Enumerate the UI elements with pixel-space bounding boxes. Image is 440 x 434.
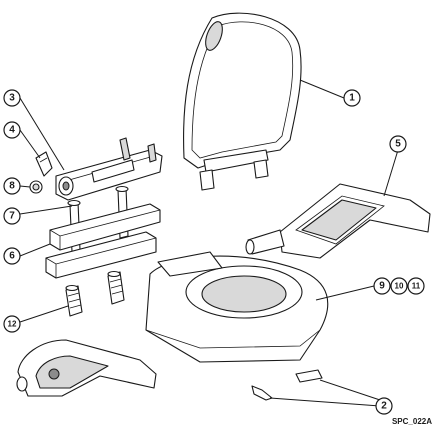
callout-8: 8 — [3, 177, 21, 195]
part-spacer-blocks — [45, 203, 161, 279]
callout-2: 2 — [375, 397, 393, 415]
part-small-fittings — [251, 369, 323, 401]
callout-2-label: 2 — [381, 401, 387, 412]
callout-11: 11 — [407, 277, 425, 295]
callout-5-label: 5 — [395, 139, 401, 150]
leader-lines — [19, 79, 399, 407]
part-backrest — [183, 12, 302, 191]
part-handle-bar — [55, 137, 163, 201]
callout-12-label: 12 — [8, 320, 17, 329]
callout-7-label: 7 — [9, 211, 15, 222]
drawing-code: SPC_022A — [391, 417, 432, 426]
callout-7: 7 — [3, 207, 21, 225]
callout-1: 1 — [343, 89, 361, 107]
callout-5: 5 — [389, 135, 407, 153]
callout-6: 6 — [3, 247, 21, 265]
callout-9-label: 9 — [379, 281, 385, 292]
callout-3-label: 3 — [9, 93, 15, 104]
callout-4-label: 4 — [9, 125, 15, 136]
part-armrest-right — [245, 183, 431, 259]
callout-4: 4 — [3, 121, 21, 139]
part-armrest-left — [16, 339, 157, 397]
callout-6-label: 6 — [9, 251, 15, 262]
callout-1-label: 1 — [349, 93, 355, 104]
part-seat-base — [145, 251, 329, 363]
callout-12: 12 — [3, 315, 21, 333]
callout-9: 9 — [373, 277, 391, 295]
callout-10-label: 10 — [395, 282, 404, 291]
part-cap — [29, 180, 43, 194]
callout-3: 3 — [3, 89, 21, 107]
callout-11-label: 11 — [412, 282, 421, 291]
callout-10: 10 — [390, 277, 408, 295]
callout-8-label: 8 — [9, 181, 15, 192]
part-threaded-inserts — [65, 270, 125, 317]
